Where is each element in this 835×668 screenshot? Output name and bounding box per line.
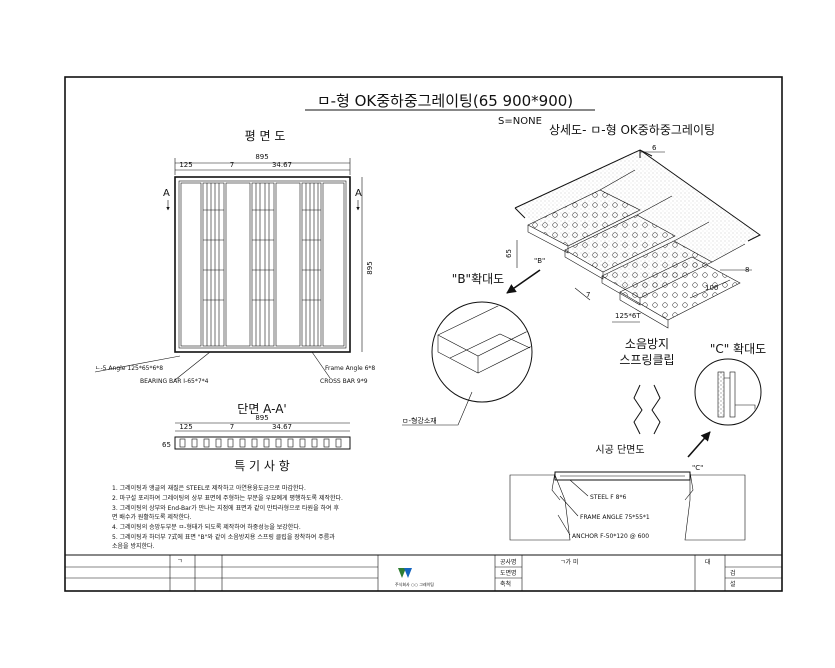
iso-dim-side: 65 bbox=[505, 249, 513, 258]
tb-label-project: 공사명 bbox=[500, 558, 517, 566]
section-dim-right: 34.67 bbox=[272, 423, 292, 431]
iso-detail: 상세도- ㅁ-형 OK중하중그레이팅 6 65 "B" bbox=[505, 123, 761, 329]
plan-dim-right: 34.67 bbox=[272, 161, 292, 169]
section-title: 단면 A-A' bbox=[237, 402, 286, 416]
plan-bearing-bars bbox=[202, 182, 322, 347]
note-3b: 면 배수가 원활하도록 제작한다. bbox=[112, 513, 191, 521]
callout-frame-angle: ㄴ-5 Angle 125*65*6*8 bbox=[95, 365, 163, 372]
spring-clip: 소음방지 스프링클립 bbox=[619, 337, 675, 435]
tb-right-2: 검 bbox=[730, 570, 736, 577]
detail-b-arrow bbox=[506, 269, 541, 294]
plan-plate-4 bbox=[322, 182, 345, 347]
install-grating bbox=[554, 471, 691, 481]
tb-value: ㄱ가 미 bbox=[560, 558, 578, 566]
logo-caption: 주식회사 ○○ 그레이팅 bbox=[395, 581, 434, 587]
section-view: 단면 A-A' 895 125 7 34.67 65 bbox=[162, 402, 351, 450]
install-label-frame: FRAME ANGLE 75*55*1 bbox=[580, 514, 650, 521]
section-dim-overall: 895 bbox=[255, 414, 268, 422]
install-label-steel: STEEL F 8*6 bbox=[590, 494, 626, 501]
install-section: 시공 단면도 "C" STEEL F 8*6 FRAME ANGLE 75*55… bbox=[509, 444, 746, 541]
note-2: 2. 마구설 포리하여 그레이팅의 상부 표면에 주형하는 부분을 우묘예게 평… bbox=[112, 494, 343, 502]
detail-b: "B"확대도 ㅁ-형강소재 bbox=[402, 269, 541, 426]
note-5b: 소음을 방지한다. bbox=[112, 542, 155, 550]
title-block: ㄱ 공사명 도면명 축척 ㄱ가 미 대 검 설 주식회사 ○○ 그레이팅 bbox=[65, 554, 782, 591]
plan-outer-frame bbox=[174, 176, 351, 353]
section-mark-right: A bbox=[355, 188, 362, 199]
detail-c-arrow bbox=[687, 431, 711, 458]
notes: 특 기 사 항 1. 그레이팅과 앵글의 재질은 STEEL로 제작하고 아연용… bbox=[112, 459, 343, 550]
tb-label-scale: 축척 bbox=[500, 580, 511, 588]
tb-right-1: 대 bbox=[705, 558, 711, 566]
plan-dim-overall-value: 895 bbox=[255, 153, 268, 161]
tb-label-drawing: 도면명 bbox=[500, 569, 517, 577]
detail-c-circle bbox=[694, 358, 762, 426]
tb-right-3: 설 bbox=[730, 580, 736, 588]
iso-title: 상세도- ㅁ-형 OK중하중그레이팅 bbox=[549, 123, 715, 137]
detail-c: "C" 확대도 bbox=[687, 342, 766, 458]
note-3: 3. 그레이팅의 상부와 End-Bar가 만나는 지점에 표면과 같이 만타라… bbox=[112, 504, 339, 512]
plan-view: 평 면 도 895 125 7 34.67 bbox=[94, 129, 375, 385]
plan-plate-2 bbox=[225, 182, 251, 347]
section-outline bbox=[174, 436, 351, 450]
iso-channels bbox=[527, 169, 746, 329]
detail-c-title: "C" 확대도 bbox=[710, 342, 766, 356]
install-mark: "C" bbox=[692, 464, 703, 472]
section-dim-left: 125 bbox=[179, 423, 192, 431]
note-5: 5. 그레이팅과 하더부 7式에 표면 "B"와 같이 소음방지용 스프링 클립… bbox=[112, 533, 335, 541]
iso-dim-bottom: 125*6T bbox=[615, 312, 641, 320]
plan-dim-mid: 7 bbox=[230, 161, 234, 169]
clip-title-2: 스프링클립 bbox=[619, 353, 674, 367]
scale-label: S=NONE bbox=[498, 116, 542, 127]
tb-cell-1: ㄱ bbox=[177, 558, 183, 565]
install-title: 시공 단면도 bbox=[595, 444, 644, 456]
plan-plate-3 bbox=[275, 182, 301, 347]
callout-frame-top: Frame Angle 6*8 bbox=[325, 365, 375, 372]
iso-detail-mark: "B" bbox=[534, 257, 545, 265]
plan-plate-1 bbox=[180, 182, 202, 347]
iso-dim-top: 6 bbox=[652, 144, 657, 152]
note-1: 1. 그레이팅과 앵글의 재질은 STEEL로 제작하고 아연용융도금으로 마감… bbox=[112, 484, 306, 492]
section-mark-left: A bbox=[163, 188, 170, 199]
section-dim-height: 65 bbox=[162, 441, 171, 449]
detail-b-title: "B"확대도 bbox=[452, 272, 504, 286]
company-logo: 주식회사 ○○ 그레이팅 bbox=[395, 568, 434, 587]
note-4: 4. 그레이팅의 승망두부분 ㅁ-형태가 되도록 제작하여 하중성능을 보강한다… bbox=[112, 523, 301, 531]
notes-title: 특 기 사 항 bbox=[234, 459, 290, 473]
clip-title-1: 소음방지 bbox=[625, 337, 669, 351]
detail-b-label: ㅁ-형강소재 bbox=[402, 416, 437, 425]
iso-dim-gap: 7 bbox=[586, 291, 590, 299]
callout-bearing-bar: BEARING BAR I-65*7*4 bbox=[140, 378, 209, 385]
drawing-title: ㅁ-형 OK중하중그레이팅(65 900*900) bbox=[317, 92, 573, 110]
plan-cross-bars bbox=[203, 209, 321, 301]
detail-b-circle bbox=[431, 301, 533, 403]
clip-shape bbox=[633, 384, 661, 435]
plan-title: 평 면 도 bbox=[245, 129, 286, 143]
plan-dim-height: 895 bbox=[366, 261, 374, 274]
sheet-border bbox=[64, 76, 783, 592]
plan-dim-left: 125 bbox=[179, 161, 192, 169]
install-label-anchor: ANCHOR F-50*120 @ 600 bbox=[572, 533, 649, 540]
callout-cross-bar: CROSS BAR 9*9 bbox=[320, 378, 368, 385]
section-dim-mid: 7 bbox=[230, 423, 234, 431]
